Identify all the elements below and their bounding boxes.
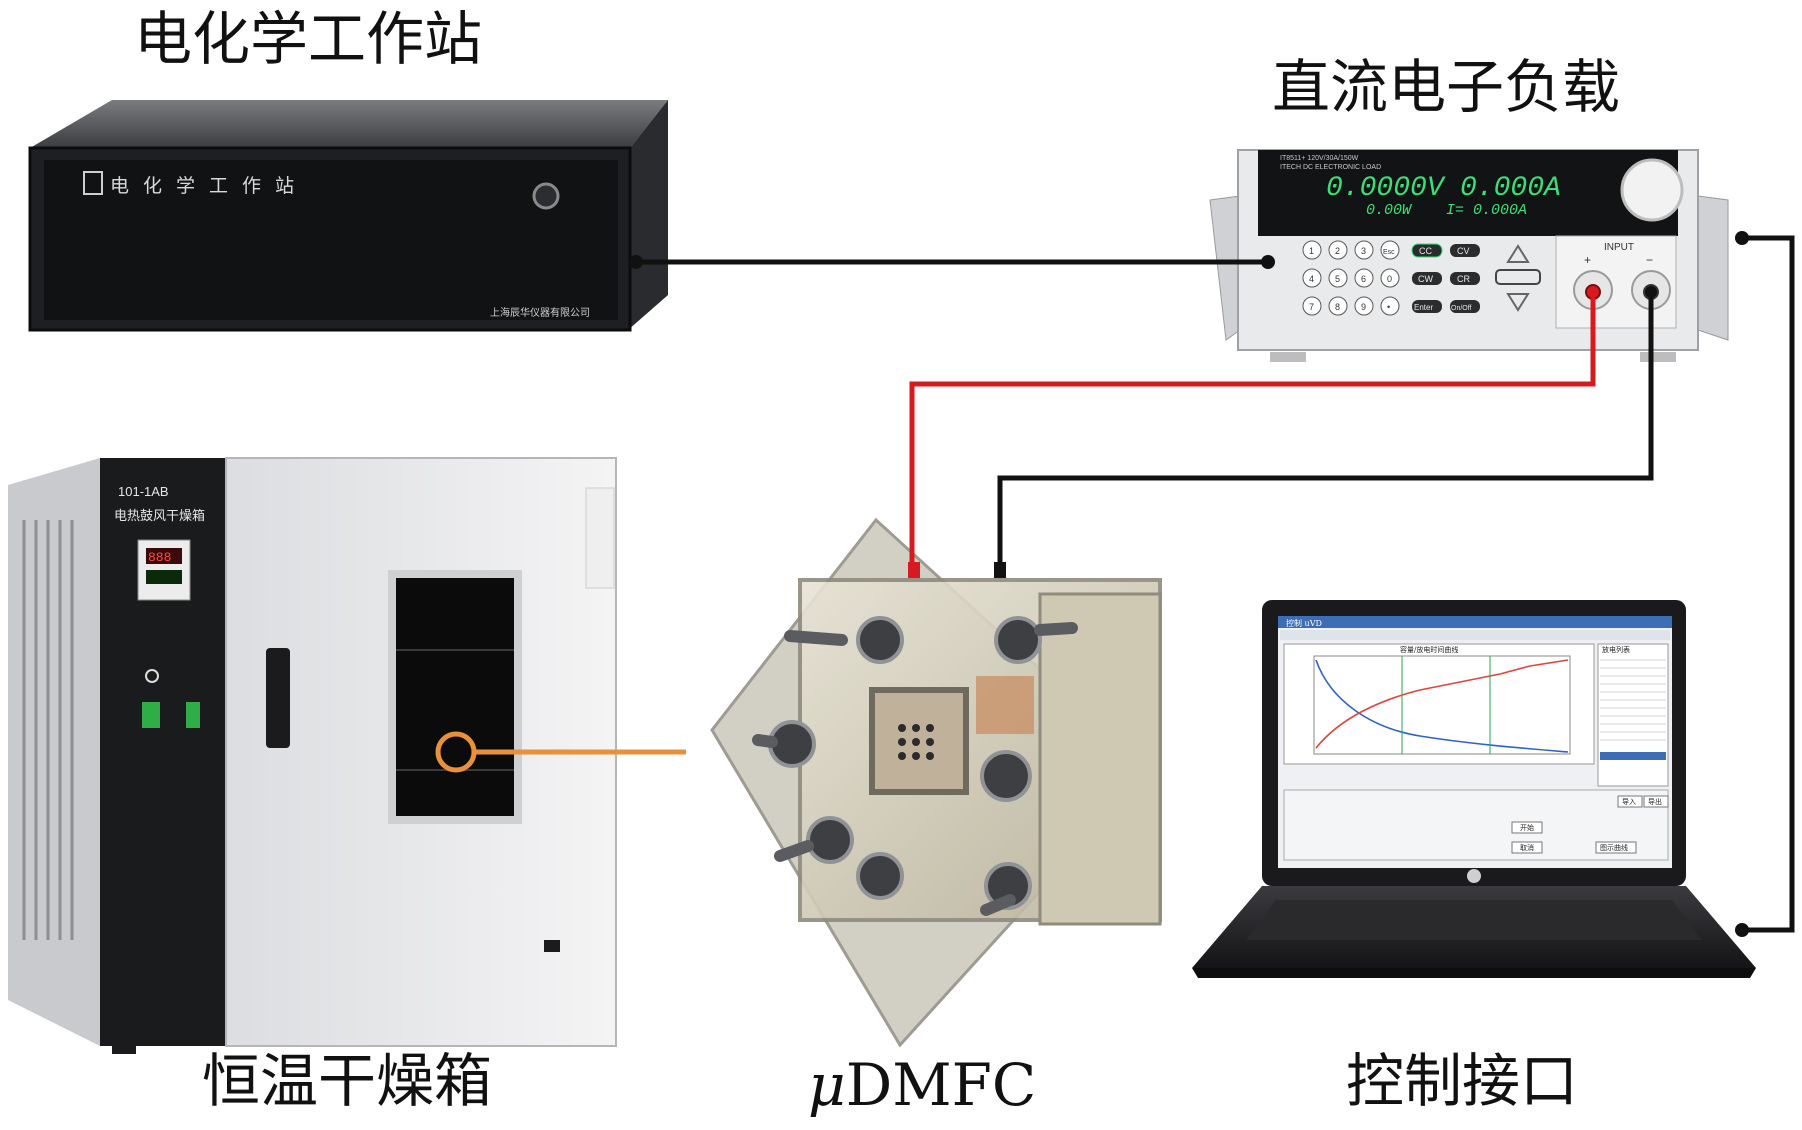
workstation-brand-text: 电化学工作站 [110,175,308,197]
svg-text:6: 6 [1361,274,1366,284]
power-switch [142,702,160,728]
dc-electronic-load: IT8511+ 120V/30A/150W ITECH DC ELECTRONI… [1209,149,1729,362]
svg-text:1: 1 [1309,246,1314,256]
micro-dmfc-cell [710,517,1162,1048]
svg-text:图示曲线: 图示曲线 [1600,843,1628,852]
svg-text:CR: CR [1457,274,1470,284]
load-keypad: 1 2 3 Esc 4 5 6 0 7 8 9 • [1302,240,1400,316]
oven-window [388,570,522,824]
caption-workstation: 电化学工作站 [134,5,483,73]
svg-text:Enter: Enter [1414,303,1433,312]
caption-dc-load: 直流电子负载 [1272,53,1621,121]
svg-text:2: 2 [1335,246,1340,256]
wire-black-load-to-cell [997,292,1654,564]
oven-name-text: 电热鼓风干燥箱 [114,508,205,524]
current-readout: 0.000A [1460,173,1561,204]
svg-text:CV: CV [1457,246,1470,256]
load-mode-keys: CC CV CW CR Enter On/Off [1411,243,1480,313]
svg-text:•: • [1387,302,1390,312]
side-list-title: 放电列表 [1602,645,1630,654]
caption-udmfc: μDMFC [808,1056,1036,1114]
svg-text:导出: 导出 [1648,797,1662,806]
voltage-readout: 0.0000V [1326,173,1446,204]
control-buttons: 开始 取消 导入 导出 图示曲线 [1511,795,1669,854]
oven-temp-display: 888 [148,550,171,565]
constant-temperature-oven: 101-1AB 电热鼓风干燥箱 888 [8,457,617,1054]
input-label: INPUT [1604,242,1634,253]
hp-logo-icon [1467,869,1481,883]
input-plus-label: + [1584,253,1591,267]
discharge-curve-red [1315,659,1569,749]
fan-switch [186,702,200,728]
svg-text:5: 5 [1335,274,1340,284]
discharge-curve-blue [1315,659,1569,753]
arrow-keys [1495,244,1541,312]
caption-oven: 恒温干燥箱 [202,1047,493,1115]
svg-text:4: 4 [1309,274,1314,284]
oven-handle [266,648,290,748]
svg-text:导入: 导入 [1622,798,1636,806]
cell-bolts [768,616,1042,910]
current-set-readout: I= 0.000A [1446,202,1527,219]
wiring [636,235,1795,933]
workstation-maker-text: 上海辰华仪器有限公司 [490,306,590,319]
workstation-logo-icon [83,171,103,195]
svg-text:CW: CW [1418,274,1433,284]
svg-text:9: 9 [1361,302,1366,312]
svg-text:0: 0 [1387,274,1392,284]
oven-model-text: 101-1AB [118,484,169,499]
svg-text:Esc: Esc [1383,249,1395,256]
power-icon [145,669,159,683]
power-knob-icon [532,182,560,210]
svg-text:CC: CC [1419,246,1432,256]
caption-control-interface: 控制接口 [1346,1047,1579,1115]
cell-anode-tab [908,562,920,578]
svg-text:8: 8 [1335,302,1340,312]
wire-load-to-laptop [1742,235,1795,933]
svg-text:7: 7 [1309,302,1314,312]
window-title: 控制 uVD [1286,618,1322,628]
cell-flow-holes [898,724,934,760]
svg-text:取消: 取消 [1520,843,1534,852]
plot-title: 容量/放电时间曲线 [1400,645,1458,654]
wire-endpoints [629,231,1749,937]
input-minus-label: − [1646,253,1653,267]
laptop-keyboard [1246,900,1702,940]
laptop: 控制 uVD 容量/放电时间曲线 放电列表 开始 取消 导入 导出 图示曲线 [1192,600,1756,978]
electrochemical-workstation: 电化学工作站 上海辰华仪器有限公司 [28,100,668,332]
rotary-knob-icon [1620,158,1684,222]
power-readout: 0.00W [1366,202,1413,219]
caption-udmfc-mu: μ [808,1051,846,1119]
oven-to-cell-pointer [435,731,686,773]
load-brand-text: ITECH DC ELECTRONIC LOAD [1280,164,1381,171]
wire-red-load-to-cell [909,292,1596,564]
load-model-text: IT8511+ 120V/30A/150W [1280,155,1359,162]
svg-text:3: 3 [1361,246,1366,256]
svg-text:开始: 开始 [1520,823,1534,832]
plot-area [1313,655,1571,755]
cell-cathode-tab [994,562,1006,578]
svg-text:On/Off: On/Off [1451,305,1472,312]
oven-vents [22,520,74,940]
caption-udmfc-text: DMFC [845,1051,1037,1119]
cell-threads [752,622,1078,916]
